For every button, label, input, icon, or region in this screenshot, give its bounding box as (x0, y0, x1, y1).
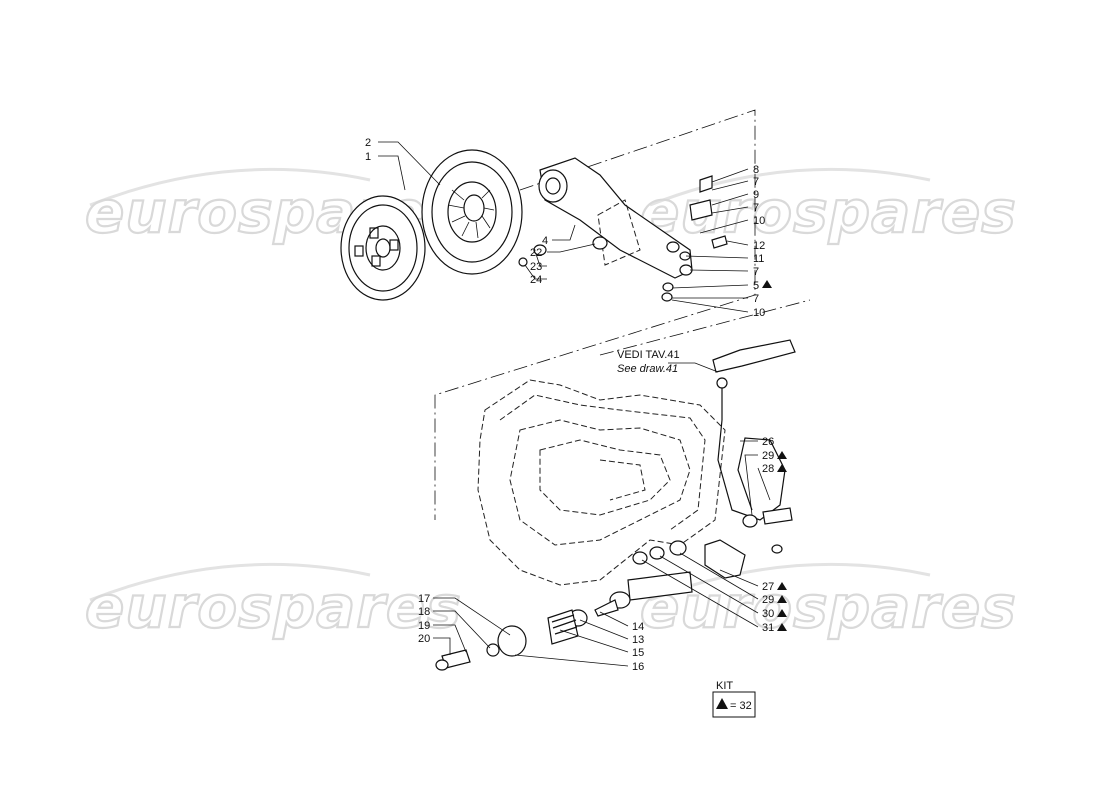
kit-title: KIT (716, 680, 733, 692)
reference-label-english: See draw.41 (617, 363, 678, 375)
callout-label: 2 (365, 137, 371, 149)
callout-label: 10 (753, 307, 765, 319)
kit-triangle-icon (777, 582, 787, 590)
watermark-group: eurospares eurospares eurospares eurospa… (84, 167, 1017, 642)
pressure-plate (421, 149, 523, 275)
watermark-text: eurospares (85, 573, 462, 641)
slave-cylinder-assembly (435, 539, 746, 671)
gearbox-housing (477, 379, 726, 586)
callout-label: 15 (632, 647, 644, 659)
callout-label: 29 (762, 594, 774, 606)
hydraulic-pipe (712, 339, 796, 554)
kit-triangle-icon (777, 464, 787, 472)
callout-label: 1 (365, 151, 371, 163)
callout-label: 7 (753, 176, 759, 188)
callout-label: 7 (753, 293, 759, 305)
callout-label: 18 (418, 606, 430, 618)
callout-label: 7 (753, 202, 759, 214)
callout-label: 12 (753, 240, 765, 252)
callout-label: 10 (753, 215, 765, 227)
leader-lines (378, 141, 771, 667)
callout-label: 23 (530, 261, 542, 273)
callout-label: 11 (753, 253, 764, 265)
kit-triangle-icon (762, 280, 772, 288)
callout-label: 22 (530, 247, 542, 259)
callout-label: 28 (762, 463, 774, 475)
reference-label: VEDI TAV.41 (617, 349, 680, 361)
callout-label: 13 (632, 634, 644, 646)
callout-labels: 2 1 4 22 23 24 8 7 9 7 10 12 11 7 5 7 10… (365, 137, 787, 673)
release-bearing-fork (538, 157, 693, 279)
callout-label: 24 (530, 274, 542, 286)
callout-label: 30 (762, 608, 774, 620)
callout-label: 8 (753, 164, 759, 176)
assembly-axis-lines (434, 109, 811, 520)
callout-label: 9 (753, 189, 759, 201)
kit-value: = 32 (730, 700, 752, 712)
kit-triangle-icon (777, 595, 787, 603)
kit-triangle-icon (716, 698, 728, 709)
kit-triangle-icon (777, 609, 787, 617)
callout-label: 7 (753, 266, 759, 278)
clutch-disc (340, 195, 426, 301)
callout-label: 17 (418, 593, 430, 605)
callout-label: 26 (762, 436, 774, 448)
callout-label: 27 (762, 581, 774, 593)
watermark-text: eurospares (640, 573, 1017, 641)
kit-triangle-icon (777, 623, 787, 631)
callout-label: 14 (632, 621, 644, 633)
callout-label: 4 (542, 235, 548, 247)
callout-label: 5 (753, 280, 759, 292)
callout-label: 16 (632, 661, 644, 673)
kit-triangle-icon (777, 451, 787, 459)
callout-label: 19 (418, 620, 430, 632)
callout-label: 31 (762, 622, 774, 634)
kit-legend: KIT = 32 (712, 680, 756, 718)
callout-label: 29 (762, 450, 774, 462)
callout-label: 20 (418, 633, 430, 645)
